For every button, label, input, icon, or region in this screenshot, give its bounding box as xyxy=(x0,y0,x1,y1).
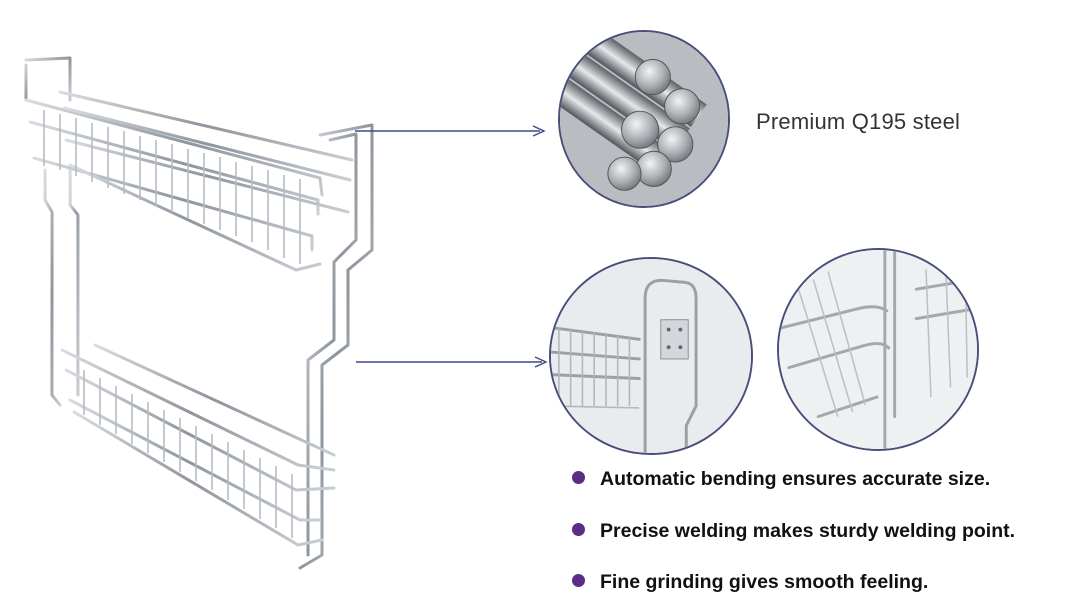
steel-rods-image xyxy=(560,32,728,206)
bullet-dot-icon xyxy=(572,523,585,537)
feature-text: Fine grinding gives smooth feeling. xyxy=(600,571,929,593)
bullet-dot-icon xyxy=(572,574,585,588)
bending-joint-image xyxy=(551,259,751,453)
bullet-dot-icon xyxy=(572,471,585,485)
steel-rods-closeup xyxy=(558,30,730,208)
pointer-arrow-steel xyxy=(532,125,546,137)
welding-point-image xyxy=(779,250,977,449)
pointer-arrow-joint xyxy=(534,356,548,368)
feature-item-bending: Automatic bending ensures accurate size. xyxy=(572,468,990,491)
steel-label: Premium Q195 steel xyxy=(756,109,961,134)
wire-rack-image xyxy=(24,56,374,570)
welding-point-closeup xyxy=(777,248,979,451)
feature-item-welding: Precise welding makes sturdy welding poi… xyxy=(572,520,1015,543)
feature-text: Precise welding makes sturdy welding poi… xyxy=(600,520,1016,542)
feature-item-grinding: Fine grinding gives smooth feeling. xyxy=(572,571,928,594)
feature-text: Automatic bending ensures accurate size. xyxy=(600,468,991,490)
bending-joint-closeup xyxy=(549,257,753,455)
